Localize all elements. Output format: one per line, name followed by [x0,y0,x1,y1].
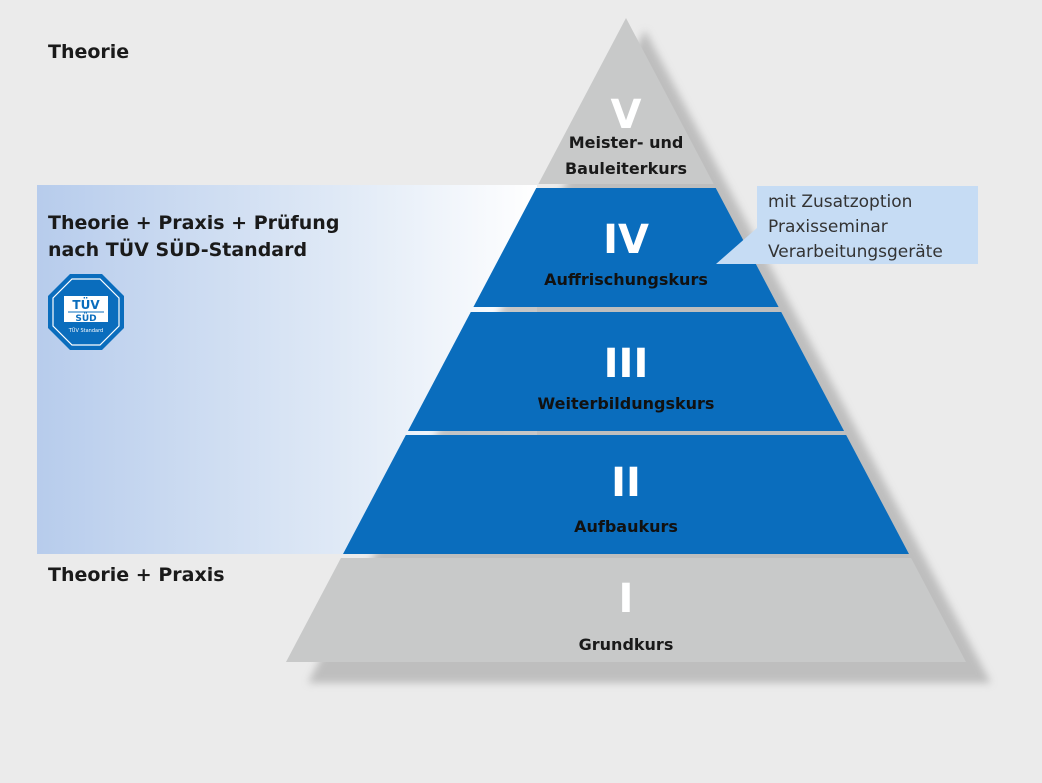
tier-numeral-iv: IV [603,217,649,263]
tuv-sued-seal-icon: TÜV SÜD TÜV Standard [48,274,124,350]
tier-name-v-line-1: Meister- und [569,133,684,152]
label-theorie-praxis-pruefung: Theorie + Praxis + Prüfung nach TÜV SÜD-… [48,210,339,264]
callout-line-2: Praxisseminar [768,217,888,237]
callout-line-3: Verarbeitungsgeräte [768,242,943,262]
pyramid-tier-iii [407,312,845,431]
pyramid-tier-ii [343,435,909,554]
callout-box [716,186,978,264]
tier-numeral-i: I [619,576,634,622]
pyramid-tier-i [286,558,966,662]
seal-sued-text: SÜD [75,313,96,324]
label-pruefung-line-2: nach TÜV SÜD-Standard [48,239,308,261]
seal-caption: TÜV Standard [68,327,103,334]
tier-name-iii: Weiterbildungskurs [538,394,715,413]
tier-name-v-line-2: Bauleiterkurs [565,159,687,178]
pyramid-tier-v [538,18,714,184]
pyramid-tier-iv [473,188,779,307]
tier-name-ii: Aufbaukurs [574,517,678,536]
tier-numeral-ii: II [611,460,641,506]
label-theorie-praxis: Theorie + Praxis [48,564,225,586]
label-pruefung-line-1: Theorie + Praxis + Prüfung [48,212,340,234]
seal-tuv-text: TÜV [72,297,100,312]
callout-line-1: mit Zusatzoption [768,192,912,212]
tier-numeral-iii: III [604,341,649,387]
tier-numeral-v: V [611,92,642,138]
tier-name-i: Grundkurs [579,635,674,654]
label-theorie: Theorie [48,41,130,63]
tier-name-iv: Auffrischungskurs [544,270,708,289]
